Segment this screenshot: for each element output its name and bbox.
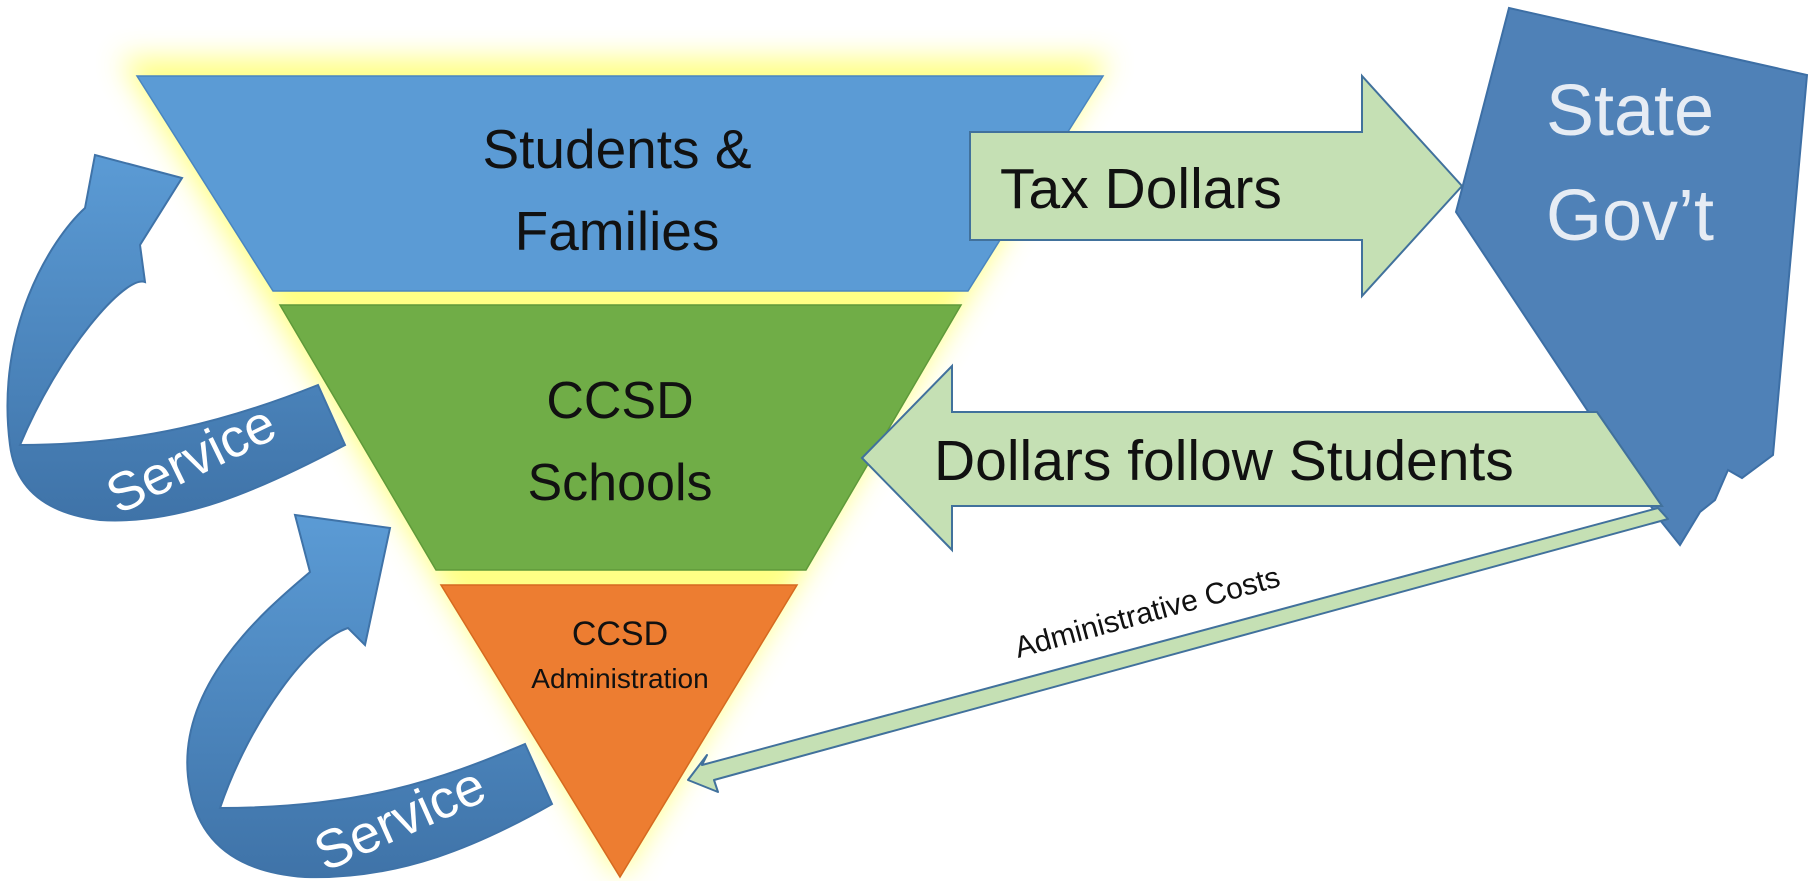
tier-students-shape — [135, 75, 1105, 292]
tier-ccsd-schools: CCSD Schools — [278, 304, 963, 571]
tier-admin-line1: CCSD — [572, 615, 668, 653]
state-label-line1: State — [1546, 71, 1714, 151]
tier-schools-line2: Schools — [528, 454, 713, 512]
tier-admin-line2: Administration — [531, 663, 708, 694]
administrative-costs-arrow: Administrative Costs — [687, 507, 1669, 793]
tier-ccsd-administration: CCSD Administration — [439, 584, 799, 879]
state-label-line2: Gov’t — [1546, 176, 1714, 256]
tier-students-line1: Students & — [482, 118, 751, 180]
tier-students-line2: Families — [515, 200, 720, 262]
service-lower-shape — [186, 513, 554, 879]
service-upper-shape — [6, 153, 347, 522]
dollars-follow-students-arrow: Dollars follow Students — [860, 363, 1664, 553]
follow-arrow-label: Dollars follow Students — [934, 429, 1514, 493]
follow-arrow-shape — [860, 363, 1664, 553]
tier-schools-shape — [278, 304, 963, 571]
tax-dollars-arrow: Tax Dollars — [969, 73, 1464, 299]
tier-students-families: Students & Families — [135, 75, 1105, 292]
tax-arrow-shape — [969, 73, 1464, 299]
admin-costs-arrow-shape — [687, 507, 1669, 793]
tax-arrow-label: Tax Dollars — [1000, 157, 1282, 221]
tier-admin-shape — [439, 584, 799, 879]
tier-schools-line1: CCSD — [546, 372, 693, 430]
state-government: State Gov’t — [1454, 6, 1809, 547]
